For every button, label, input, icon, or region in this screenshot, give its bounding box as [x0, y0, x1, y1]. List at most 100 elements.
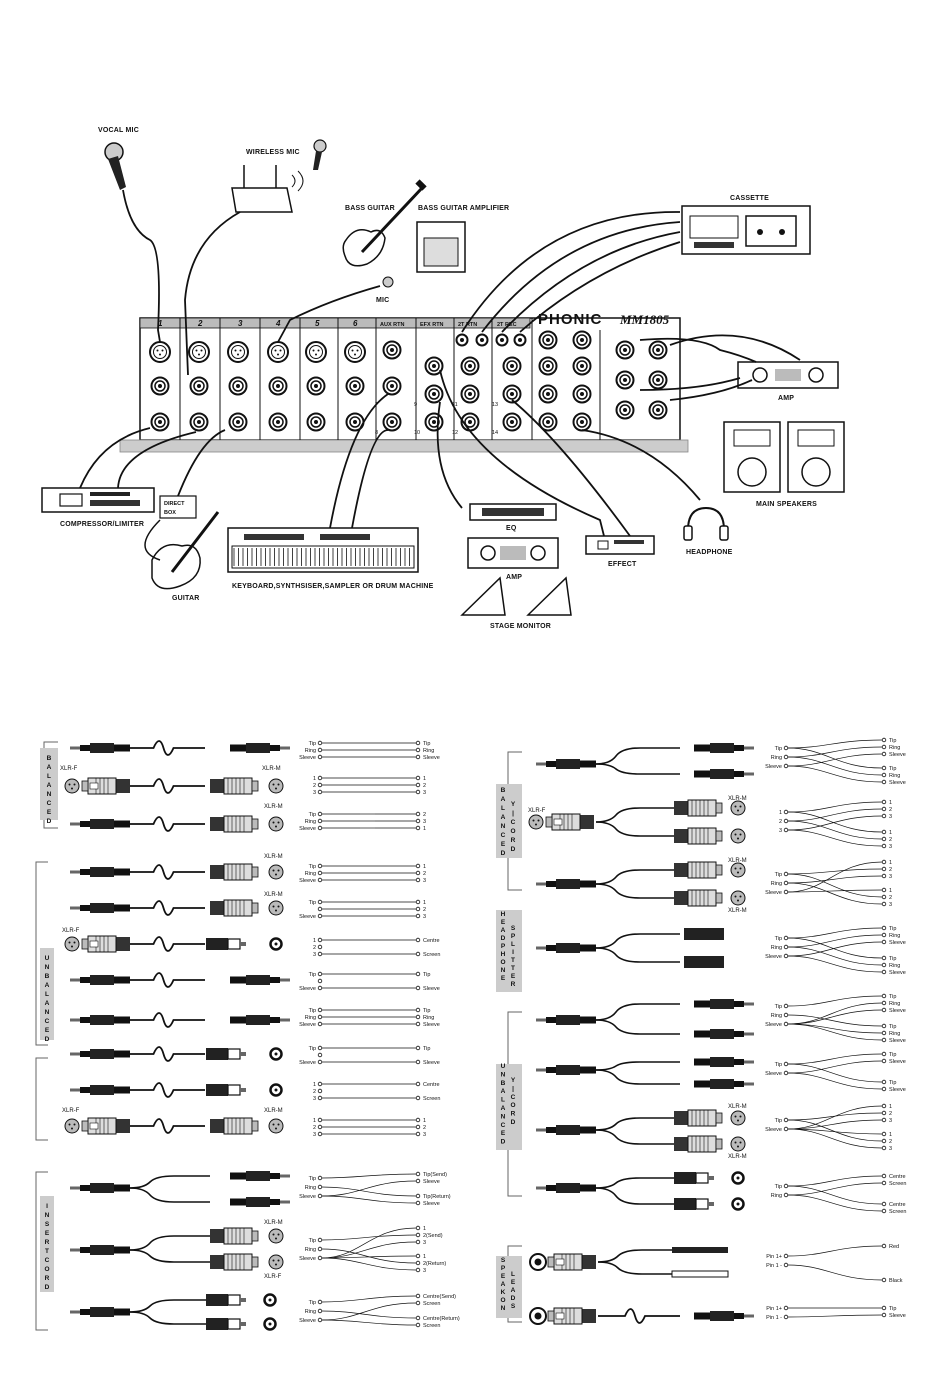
xlr-m-label: XLR-M: [262, 766, 281, 772]
wire-line: [787, 1175, 883, 1187]
jack-plug: [694, 999, 754, 1009]
wire-label: Sleeve: [423, 1179, 440, 1185]
wire-label: Ring: [889, 773, 900, 779]
wire-node: [881, 1208, 887, 1214]
wire-label: Centre: [889, 1202, 906, 1208]
stereo-ch-14: 14: [492, 430, 498, 436]
wire-line: [787, 889, 883, 893]
wire-node: [881, 737, 887, 743]
aux-rtn-label: AUX RTN: [380, 322, 404, 328]
jack-plug: [230, 975, 290, 985]
wire-label: 3: [889, 1146, 892, 1152]
xlr-face: [730, 862, 746, 878]
wire-line: [787, 1119, 883, 1142]
wire-node: [783, 1117, 789, 1123]
wire-node: [415, 937, 421, 943]
wire-node: [881, 873, 887, 879]
wire-label: 1: [889, 800, 892, 806]
keyboard: KEYBOARD,SYNTHSISER,SAMPLER OR DRUM MACH…: [227, 527, 433, 590]
wire-label: Tip: [889, 994, 896, 1000]
jack-plug: [70, 1049, 130, 1059]
wire-node: [415, 1193, 421, 1199]
wire-node: [783, 763, 789, 769]
wire-node: [415, 1253, 421, 1259]
wire-label: Red: [889, 1244, 899, 1250]
cable-wire: [129, 1235, 210, 1251]
wire-label: Tip(Send): [423, 1172, 447, 1178]
wire-line: [321, 1295, 417, 1303]
wire-label: Sleeve: [423, 1201, 440, 1207]
wire-line: [787, 955, 883, 973]
rca-face: [731, 1197, 745, 1211]
wire-label: Tip: [309, 1238, 316, 1244]
wire-label: 3: [423, 1240, 426, 1246]
wire-node: [415, 1059, 421, 1065]
wire-node: [881, 765, 887, 771]
wire-node: [415, 1225, 421, 1231]
cable-wire: [595, 947, 680, 963]
wire-node: [415, 1260, 421, 1266]
wire-node: [415, 1014, 421, 1020]
channel-2-label: 2: [197, 319, 203, 328]
wire-node: [881, 1007, 887, 1013]
jack-plug: [70, 1307, 130, 1317]
wire-label: 1: [889, 1104, 892, 1110]
wire-node: [783, 1192, 789, 1198]
wire-label: Screen: [889, 1181, 906, 1187]
xlr-plug: [209, 863, 259, 881]
wire-label: Tip: [775, 1184, 782, 1190]
wire-label: 2: [313, 1125, 316, 1131]
wire-node: [881, 1103, 887, 1109]
wire-node: [783, 935, 789, 941]
stereo-ch-13: 13: [492, 402, 498, 408]
wire-line: [787, 765, 883, 783]
wire-node: [317, 1308, 323, 1314]
compressor-label: COMPRESSOR/LIMITER: [60, 521, 144, 528]
cable-wire: [130, 1082, 205, 1098]
cable-row: [70, 863, 284, 881]
jack-plug: [536, 1065, 596, 1075]
xlr-face: [730, 890, 746, 906]
wire-node: [317, 906, 323, 912]
speakon-core: [534, 1258, 542, 1266]
wire-line: [787, 815, 883, 831]
wire-node: [881, 1023, 887, 1029]
wire-label: 3: [423, 914, 426, 920]
y-cord-row: [528, 799, 746, 845]
stereo-ch-8: 8: [375, 430, 378, 436]
xlr-plug: [545, 813, 595, 831]
wire-label: Sleeve: [765, 764, 782, 770]
effect-unit: EFFECT: [585, 535, 655, 568]
channel-1-label: 1: [158, 319, 163, 328]
wire-label: Tip: [889, 766, 896, 772]
wire-label: Sleeve: [889, 752, 906, 758]
cable-wire: [595, 1187, 680, 1205]
wire-label: Sleeve: [299, 1194, 316, 1200]
jack-plug: [694, 769, 754, 779]
wire-label: Sleeve: [889, 970, 906, 976]
wire-node: [415, 1293, 421, 1299]
wire-label: Tip: [775, 1004, 782, 1010]
wire-node: [783, 889, 789, 895]
wire-label: 2: [889, 1111, 892, 1117]
wire-label: 1: [313, 1118, 316, 1124]
wire-label: Sleeve: [765, 1022, 782, 1028]
wire-node: [881, 962, 887, 968]
xlr-plug: [209, 777, 259, 795]
wire-line: [321, 1310, 417, 1319]
rca-plug: [205, 937, 247, 951]
wire-line: [787, 811, 883, 833]
cable-wire: [130, 1046, 205, 1062]
xlr-m-label: XLR-M: [264, 854, 283, 860]
wire-node: [881, 1079, 887, 1085]
cable-wire: [595, 763, 680, 775]
channel-4-label: 4: [275, 319, 281, 328]
stereo-ch-10: 10: [414, 430, 420, 436]
rca-face: [269, 1047, 283, 1061]
cable-row: [64, 1117, 284, 1135]
wire-node: [783, 1262, 789, 1268]
wire-label: 2: [889, 1139, 892, 1145]
main-speakers-label: MAIN SPEAKERS: [756, 501, 817, 508]
wire-label: Tip: [775, 746, 782, 752]
